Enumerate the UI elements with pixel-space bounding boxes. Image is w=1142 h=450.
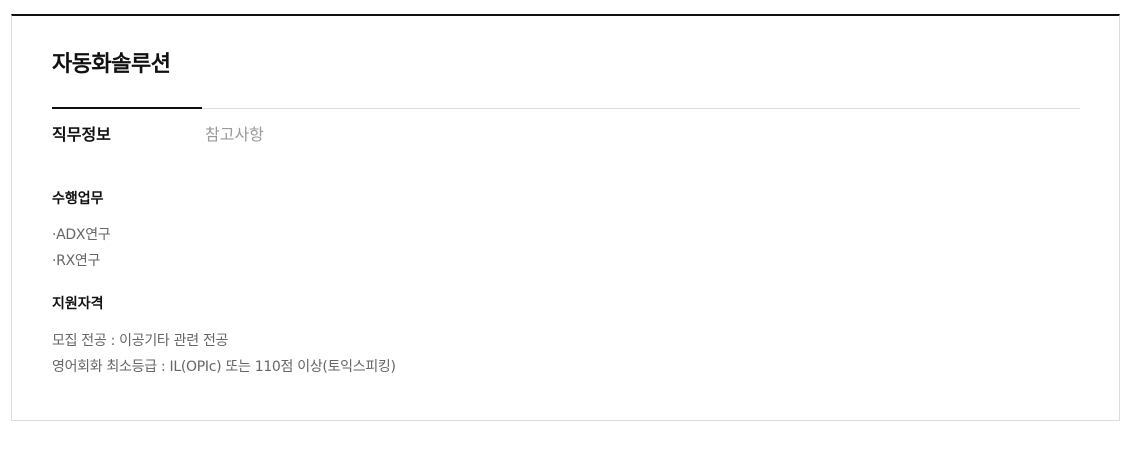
active-tab-indicator [52, 107, 202, 109]
tab-label: 직무정보 [52, 125, 111, 144]
duty-item: ·ADX연구 [52, 227, 111, 243]
tab-bar: 직무정보 참고사항 [52, 107, 1080, 144]
tab-label: 참고사항 [205, 125, 264, 144]
job-title: 자동화솔루션 [52, 52, 171, 77]
job-detail-card: 자동화솔루션 직무정보 참고사항 수행업무 ·ADX연구 ·RX연구 지원자격 … [11, 14, 1120, 421]
qualification-item: 영어회화 최소등급 : IL(OPIc) 또는 110점 이상(토익스피킹) [52, 359, 396, 375]
duty-item: ·RX연구 [52, 253, 101, 269]
section-heading-qualifications: 지원자격 [52, 296, 104, 312]
qualification-item: 모집 전공 : 이공기타 관련 전공 [52, 333, 229, 349]
tab-job-info[interactable]: 직무정보 [52, 107, 202, 148]
tab-notes[interactable]: 참고사항 [205, 108, 355, 148]
tab-indicator [205, 107, 355, 109]
section-heading-duties: 수행업무 [52, 191, 104, 207]
